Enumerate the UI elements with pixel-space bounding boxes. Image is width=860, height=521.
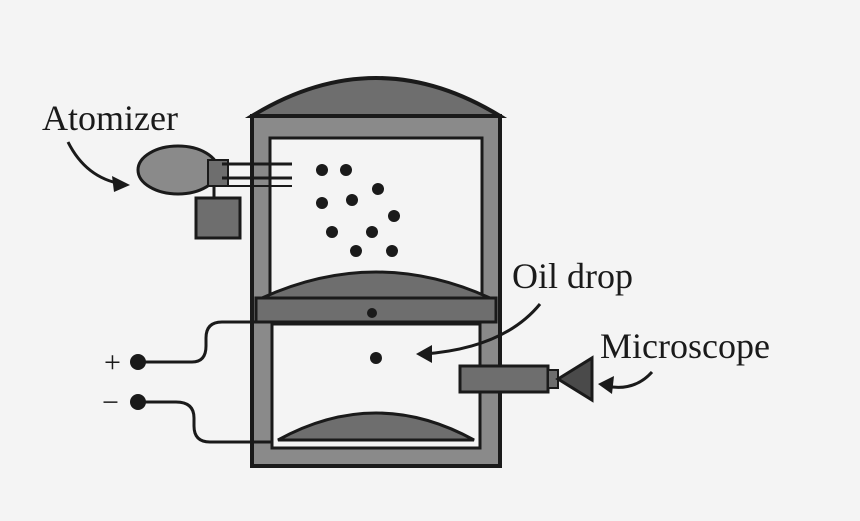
oil-droplets bbox=[316, 164, 400, 257]
atomizer-reservoir bbox=[194, 196, 242, 240]
droplet bbox=[372, 183, 384, 195]
positive-terminal bbox=[130, 354, 146, 370]
droplet bbox=[316, 197, 328, 209]
plus-sign: + bbox=[104, 346, 121, 379]
minus-sign: − bbox=[102, 386, 119, 419]
wiring bbox=[140, 320, 272, 444]
positive-wire bbox=[140, 320, 256, 364]
droplet bbox=[316, 164, 328, 176]
droplet bbox=[346, 194, 358, 206]
negative-terminal bbox=[130, 394, 146, 410]
microscope-device bbox=[458, 355, 594, 403]
microscope-tube bbox=[458, 364, 550, 394]
oil-drop-arrow bbox=[423, 303, 542, 356]
oil-drop-label: Oil drop bbox=[512, 256, 633, 296]
droplet bbox=[340, 164, 352, 176]
droplet bbox=[386, 245, 398, 257]
microscope-label: Microscope bbox=[600, 326, 770, 366]
atomizer-device bbox=[136, 144, 292, 240]
droplet bbox=[366, 226, 378, 238]
microscope-eyepiece bbox=[555, 355, 594, 403]
atomizer-bulb bbox=[136, 144, 220, 196]
arrowheads bbox=[112, 176, 614, 394]
upper-plate-dome bbox=[261, 270, 491, 300]
atomizer-arrowhead bbox=[112, 176, 130, 192]
droplet bbox=[326, 226, 338, 238]
microscope-arrowhead bbox=[598, 376, 614, 394]
oil-drop bbox=[370, 352, 382, 364]
top-dome bbox=[244, 76, 508, 118]
lower-plate bbox=[277, 411, 475, 442]
droplet bbox=[388, 210, 400, 222]
droplet bbox=[350, 245, 362, 257]
negative-wire bbox=[140, 400, 272, 444]
upper-plate bbox=[254, 296, 498, 324]
plate-hole bbox=[367, 308, 377, 318]
oil-drop-arrowhead bbox=[416, 345, 432, 363]
atomizer-label: Atomizer bbox=[42, 98, 178, 138]
